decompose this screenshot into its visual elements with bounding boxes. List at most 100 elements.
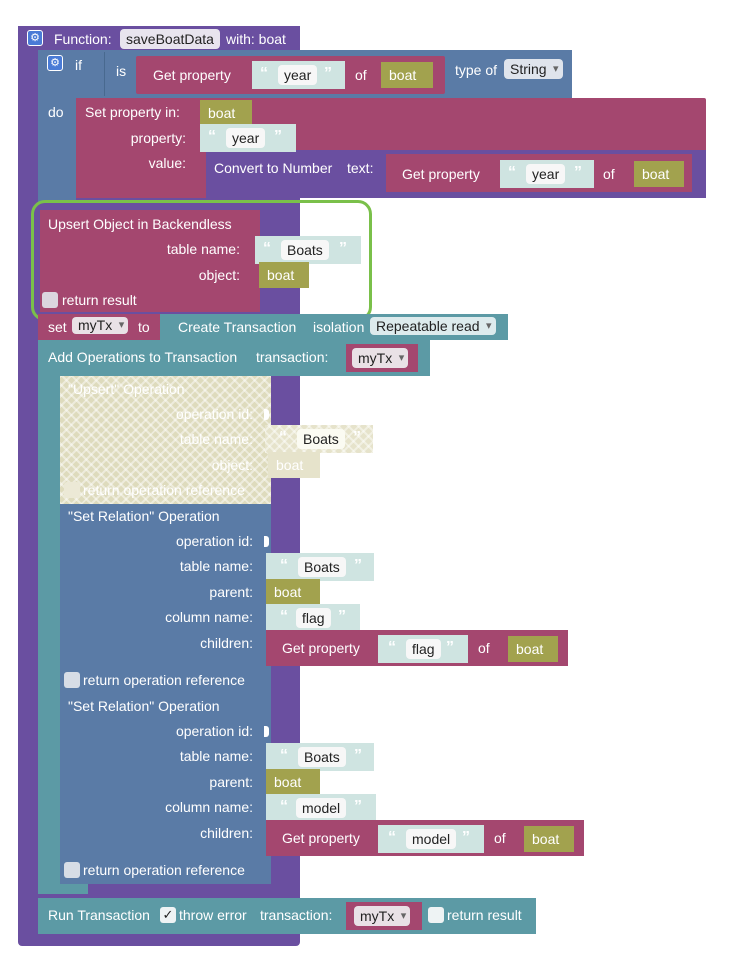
- set-relation-operation-block[interactable]: [60, 694, 271, 884]
- return-reference-label: return operation reference: [83, 672, 245, 688]
- operation-id-label: operation id:: [175, 723, 253, 739]
- gear-icon[interactable]: ⚙: [47, 55, 63, 71]
- variable-boat[interactable]: boat: [524, 826, 574, 852]
- input-connector[interactable]: [264, 536, 269, 547]
- return-reference-checkbox[interactable]: [64, 862, 80, 878]
- isolation-label: isolation: [313, 319, 365, 335]
- get-property-label: Get property: [282, 640, 360, 656]
- string-value[interactable]: year: [278, 65, 318, 85]
- close-quote-icon: ”: [354, 557, 362, 574]
- add-operations-title: Add Operations to Transaction: [48, 349, 238, 365]
- string-block[interactable]: “ Boats ”: [266, 743, 374, 771]
- string-block[interactable]: “ Boats ”: [255, 236, 361, 264]
- return-result-label: return result: [62, 292, 137, 308]
- variable-boat[interactable]: boat: [266, 769, 320, 795]
- function-name-field[interactable]: saveBoatData: [120, 29, 220, 49]
- variable-boat[interactable]: boat: [381, 62, 433, 88]
- string-block[interactable]: “ flag ”: [266, 604, 360, 632]
- variable-dropdown[interactable]: myTx: [72, 317, 129, 334]
- open-quote-icon: “: [388, 639, 396, 656]
- close-quote-icon: ”: [354, 747, 362, 764]
- of-label: of: [355, 67, 367, 83]
- close-quote-icon: ”: [353, 429, 361, 446]
- string-block[interactable]: “ year ”: [200, 124, 296, 152]
- operation-id-label: operation id:: [175, 406, 253, 422]
- string-value[interactable]: Boats: [298, 747, 346, 767]
- string-value[interactable]: Boats: [298, 557, 346, 577]
- open-quote-icon: “: [260, 65, 268, 82]
- close-quote-icon: ”: [274, 128, 282, 145]
- string-block[interactable]: “ flag ”: [378, 635, 468, 663]
- isolation-dropdown[interactable]: Repeatable read: [370, 317, 496, 335]
- string-block[interactable]: “ Boats ”: [265, 425, 373, 453]
- selection-highlight: [31, 200, 372, 321]
- object-label: object:: [211, 457, 253, 473]
- variable-boat[interactable]: boat: [268, 452, 320, 478]
- string-block[interactable]: “ model ”: [378, 825, 484, 853]
- string-value[interactable]: Boats: [297, 429, 345, 449]
- return-reference-label: return operation reference: [83, 862, 245, 878]
- convert-label: Convert to Number: [214, 160, 333, 176]
- children-label: children:: [200, 635, 253, 651]
- run-transaction-title: Run Transaction: [48, 907, 150, 923]
- input-connector[interactable]: [264, 409, 269, 420]
- of-label: of: [494, 830, 506, 846]
- variable-boat[interactable]: boat: [200, 100, 252, 126]
- string-value[interactable]: year: [526, 164, 566, 184]
- variable-boat[interactable]: boat: [266, 579, 320, 605]
- throw-error-label: throw error: [179, 907, 247, 923]
- object-label: object:: [198, 267, 240, 283]
- get-property-label: Get property: [282, 830, 360, 846]
- value-label: value:: [148, 155, 186, 171]
- if-label: if: [75, 57, 82, 73]
- set-relation-operation-block[interactable]: [60, 504, 271, 694]
- variable-dropdown[interactable]: myTx: [354, 906, 411, 926]
- set-property-left: [76, 98, 206, 198]
- variable-boat[interactable]: boat: [508, 636, 558, 662]
- string-value[interactable]: model: [406, 829, 457, 849]
- add-operations-body: [38, 340, 60, 890]
- open-quote-icon: “: [263, 240, 271, 257]
- return-reference-checkbox[interactable]: [64, 482, 80, 498]
- upsert-object-block[interactable]: [40, 210, 260, 312]
- return-result-checkbox[interactable]: [428, 907, 444, 923]
- string-value[interactable]: flag: [296, 608, 331, 628]
- return-result-checkbox[interactable]: [42, 292, 58, 308]
- string-block[interactable]: “ Boats ”: [266, 553, 374, 581]
- close-quote-icon: ”: [446, 639, 454, 656]
- table-name-label: table name:: [179, 558, 253, 574]
- string-block[interactable]: “ year ”: [252, 61, 345, 89]
- set-property-label: Set property in:: [85, 104, 180, 120]
- open-quote-icon: “: [279, 429, 287, 446]
- string-block[interactable]: “ model ”: [266, 794, 376, 822]
- parent-label: parent:: [209, 584, 253, 600]
- close-quote-icon: ”: [574, 164, 582, 181]
- type-of-label: type of: [455, 62, 498, 78]
- string-value[interactable]: flag: [406, 639, 441, 659]
- gear-icon[interactable]: ⚙: [27, 30, 43, 46]
- get-property-label: Get property: [402, 166, 480, 182]
- table-name-label: table name:: [166, 241, 240, 257]
- input-connector[interactable]: [264, 726, 269, 737]
- set-relation-title: "Set Relation" Operation: [68, 508, 220, 524]
- upsert-operation-block[interactable]: [60, 376, 271, 504]
- return-reference-checkbox[interactable]: [64, 672, 80, 688]
- transaction-label: transaction:: [260, 907, 333, 923]
- string-value[interactable]: Boats: [281, 240, 329, 260]
- throw-error-checkbox[interactable]: ✓: [160, 907, 176, 923]
- string-block[interactable]: “ year ”: [500, 160, 594, 188]
- type-dropdown[interactable]: String: [504, 59, 563, 79]
- variable-boat[interactable]: boat: [259, 262, 309, 288]
- upsert-operation-title: "Upsert" Operation: [68, 381, 185, 397]
- close-quote-icon: ”: [338, 608, 346, 625]
- variable-dropdown[interactable]: myTx: [352, 348, 409, 368]
- string-value[interactable]: year: [226, 128, 266, 148]
- column-name-label: column name:: [165, 799, 253, 815]
- string-value[interactable]: model: [296, 798, 347, 818]
- property-label: property:: [130, 130, 186, 146]
- open-quote-icon: “: [388, 829, 396, 846]
- run-transaction-block[interactable]: [38, 898, 536, 934]
- open-quote-icon: “: [508, 164, 516, 181]
- open-quote-icon: “: [280, 608, 288, 625]
- variable-boat[interactable]: boat: [634, 161, 684, 187]
